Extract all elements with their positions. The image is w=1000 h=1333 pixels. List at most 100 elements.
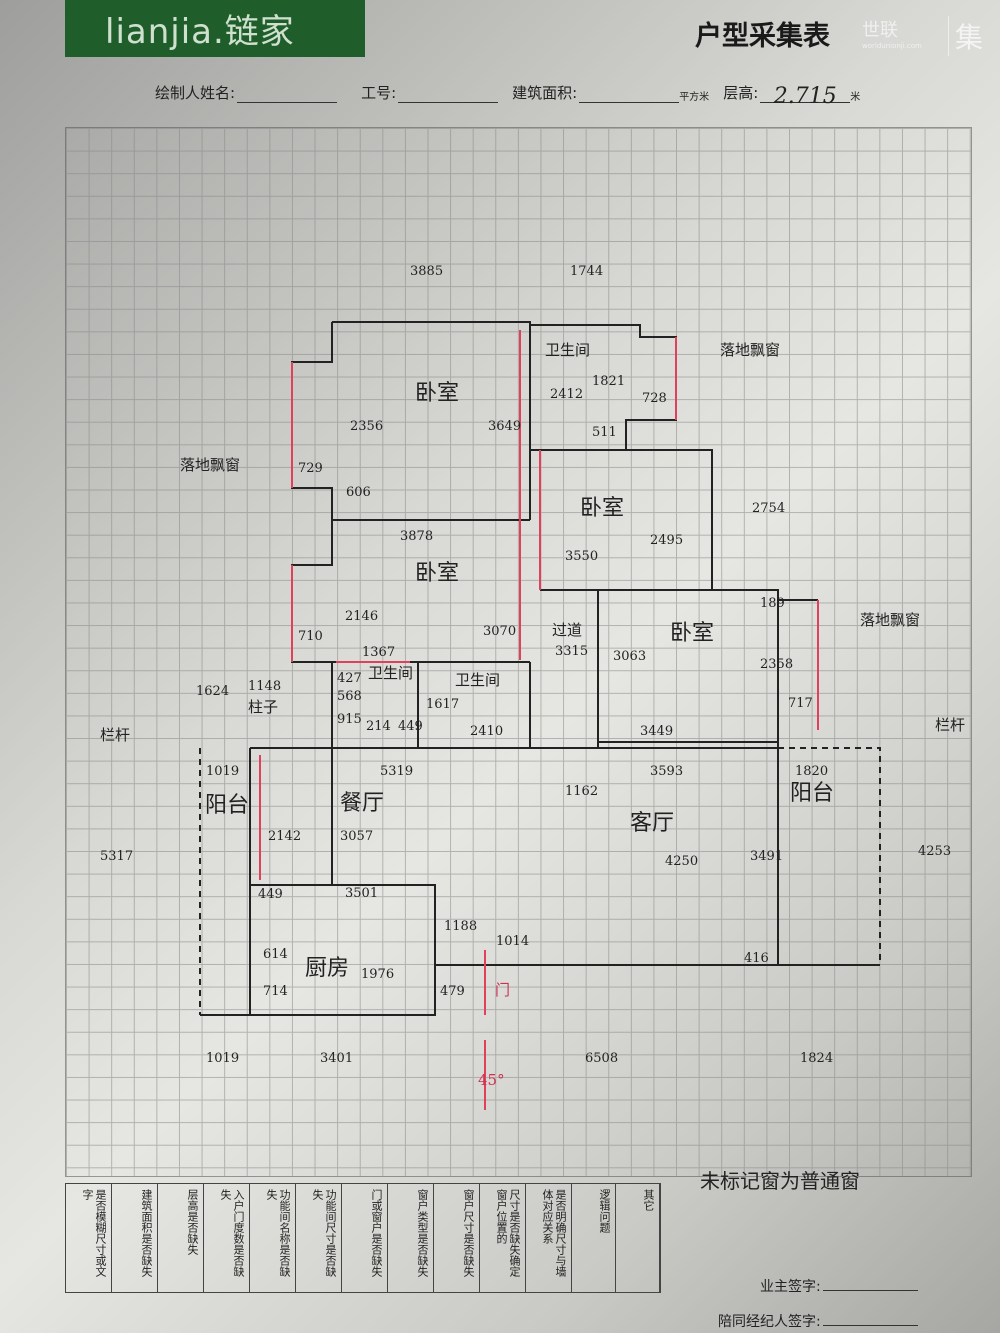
checklist-column: 窗户类型是否缺失 [388, 1184, 434, 1292]
dimension-label: 1148 [248, 679, 281, 694]
drawer-label: 绘制人姓名: [155, 84, 236, 102]
agent-signature[interactable]: 陪同经纪人签字: [718, 1307, 918, 1331]
room-label-door: 门 [495, 981, 510, 999]
checklist-column: 逻辑问题 [572, 1184, 616, 1292]
area-field[interactable]: 建筑面积: 平方米 [512, 82, 709, 103]
dimension-label: 2358 [760, 657, 793, 672]
checklist-column: 是否模糊尺寸或文字 [66, 1184, 112, 1292]
dimension-label: 5317 [100, 849, 133, 864]
area-label: 建筑面积: [512, 84, 578, 102]
dimension-label: 614 [263, 947, 288, 962]
dimension-label: 3491 [750, 849, 783, 864]
height-unit: 米 [850, 92, 861, 103]
dimension-label: 6508 [585, 1051, 618, 1066]
wall-line [778, 747, 881, 965]
wall-line [332, 321, 818, 601]
id-input[interactable] [398, 84, 499, 103]
dimension-label: 3550 [565, 549, 598, 564]
dimension-label: 3649 [488, 419, 521, 434]
dimension-label: 5319 [380, 764, 413, 779]
checklist-column: 功能间尺寸是否缺失 [296, 1184, 342, 1292]
dimension-label: 4253 [918, 844, 951, 859]
dimension-label: 511 [592, 425, 617, 440]
room-label-bath1: 卫生间 [545, 341, 590, 359]
owner-signature[interactable]: 业主签字: [760, 1272, 918, 1296]
room-label-living: 客厅 [630, 811, 674, 836]
dimension-label: 606 [346, 485, 371, 500]
dimension-label: 3501 [345, 886, 378, 901]
dimension-label: 3057 [340, 829, 373, 844]
dimension-label: 1188 [444, 919, 477, 934]
area-unit: 平方米 [679, 92, 710, 103]
room-label-bay2: 落地飘窗 [180, 456, 240, 474]
dimension-label: 416 [744, 951, 769, 966]
checklist-column: 门或窗户是否缺失 [342, 1184, 388, 1292]
dimension-label: 2754 [752, 501, 785, 516]
agent-signature-line[interactable] [822, 1307, 918, 1326]
dimension-label: 4250 [665, 854, 698, 869]
dimension-label: 479 [440, 984, 465, 999]
wall-line [291, 322, 333, 748]
room-label-pillar: 柱子 [248, 698, 278, 716]
dimension-label: 1976 [361, 967, 394, 982]
room-label-kitchen: 厨房 [305, 956, 349, 981]
dimension-label: 1367 [362, 645, 395, 660]
dimension-label: 3878 [400, 529, 433, 544]
dimension-label: 1820 [795, 764, 828, 779]
checklist-column: 功能间名称是否缺失 [250, 1184, 296, 1292]
brand-char: 集 [948, 16, 983, 56]
area-input[interactable] [579, 84, 680, 103]
room-label-bedroom4: 卧室 [670, 621, 714, 646]
dimension-label: 1162 [565, 784, 598, 799]
dimension-label: 729 [298, 461, 323, 476]
drawer-field[interactable]: 绘制人姓名: [155, 82, 338, 103]
room-label-bath2: 卫生间 [368, 664, 413, 682]
dimension-label: 3063 [613, 649, 646, 664]
dimension-label: 2356 [350, 419, 383, 434]
brand-url: worldunionji.com [862, 42, 922, 50]
agent-signature-label: 陪同经纪人签字: [718, 1314, 821, 1330]
room-label-bedroom1: 卧室 [415, 381, 459, 406]
dimension-label: 189 [760, 596, 785, 611]
room-label-rail-left: 栏杆 [100, 726, 130, 744]
dimension-label: 710 [298, 629, 323, 644]
dimension-label: 728 [642, 391, 667, 406]
dimension-label: 1617 [426, 697, 459, 712]
dimension-label: 568 [337, 689, 362, 704]
checklist-column: 其它 [616, 1184, 660, 1292]
drawer-input[interactable] [237, 84, 338, 103]
wall-line [435, 748, 880, 966]
checklist-column: 建筑面积是否缺失 [112, 1184, 158, 1292]
owner-signature-line[interactable] [822, 1272, 918, 1291]
height-label: 层高: [723, 84, 759, 102]
room-label-angle: 45° [478, 1071, 505, 1089]
room-label-bedroom3: 卧室 [415, 561, 459, 586]
room-label-dining: 餐厅 [340, 791, 384, 816]
id-field[interactable]: 工号: [361, 82, 499, 103]
dimension-label: 214 [366, 719, 391, 734]
form-title: 户型采集表 [695, 21, 830, 52]
wall-line [259, 330, 819, 1110]
dimension-label: 3315 [555, 644, 588, 659]
room-label-bedroom2: 卧室 [580, 496, 624, 521]
window-note: 未标记窗为普通窗 [700, 1169, 860, 1193]
checklist-table: 是否模糊尺寸或文字建筑面积是否缺失层高是否缺失入户门度数是否缺失功能间名称是否缺… [65, 1183, 661, 1293]
room-label-corridor: 过道 [552, 621, 582, 639]
dimension-label: 3885 [410, 264, 443, 279]
wall-line [332, 325, 712, 663]
dimension-label: 1019 [206, 1051, 239, 1066]
dimension-label: 915 [337, 712, 362, 727]
dimension-label: 449 [258, 887, 283, 902]
dimension-label: 449 [398, 719, 423, 734]
checklist-column: 入户门度数是否缺失 [204, 1184, 250, 1292]
room-label-balcony-right: 阳台 [790, 781, 834, 806]
dimension-label: 2410 [470, 724, 503, 739]
dimension-label: 3401 [320, 1051, 353, 1066]
room-label-balcony-left: 阳台 [205, 793, 249, 818]
dimension-label: 1019 [206, 764, 239, 779]
dimension-label: 1824 [800, 1051, 833, 1066]
brand-name: 世联 [862, 20, 898, 41]
dimension-label: 3449 [640, 724, 673, 739]
owner-signature-label: 业主签字: [760, 1279, 821, 1295]
